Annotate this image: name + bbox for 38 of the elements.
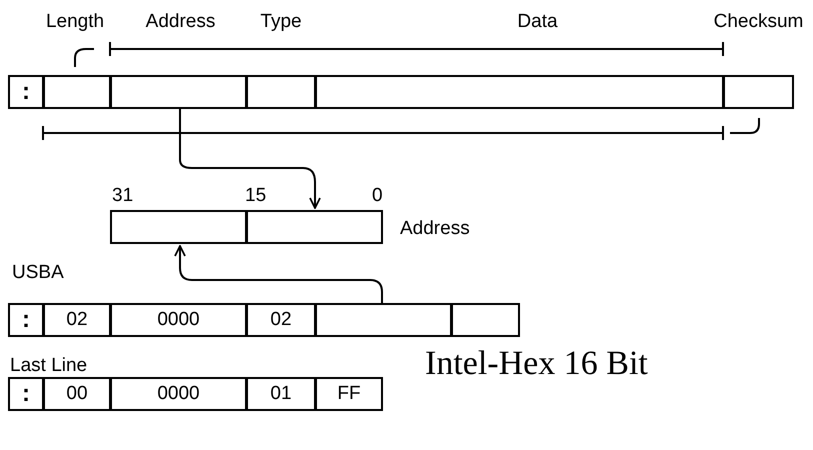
field-heading: Address	[146, 11, 216, 33]
record-field	[8, 75, 44, 109]
field-value: 00	[65, 383, 89, 405]
register-field	[246, 210, 383, 244]
field-value: :	[21, 380, 31, 408]
row-heading: Last Line	[10, 355, 88, 377]
field-heading: Type	[260, 11, 302, 33]
arrow	[174, 245, 383, 303]
field-value: :	[21, 78, 31, 106]
field-value: :	[21, 306, 31, 334]
register-field	[110, 210, 247, 244]
bit-number: 0	[372, 185, 383, 207]
record-field	[43, 303, 111, 337]
field-heading: Data	[517, 11, 558, 33]
field-value: 02	[65, 309, 89, 331]
field-value: 02	[269, 309, 293, 331]
bit-number: 31	[112, 185, 134, 207]
diagram-title: Intel-Hex 16 Bit	[425, 345, 648, 383]
field-heading: Checksum	[714, 11, 804, 33]
record-field	[451, 303, 520, 337]
record-field	[43, 377, 111, 411]
field-heading: Length	[46, 11, 104, 33]
record-field	[246, 303, 316, 337]
record-field	[8, 377, 44, 411]
record-field	[8, 303, 44, 337]
arrow	[179, 109, 321, 209]
record-field	[315, 377, 383, 411]
record-field	[110, 303, 247, 337]
field-value: FF	[336, 383, 362, 405]
record-field	[315, 303, 452, 337]
record-field	[110, 377, 247, 411]
register-name: Address	[400, 218, 470, 240]
field-value: 0000	[156, 383, 201, 405]
bit-number: 15	[245, 185, 266, 207]
row-heading: USBA	[12, 262, 64, 284]
field-value: 0000	[156, 309, 201, 331]
record-field	[246, 377, 316, 411]
field-value: 01	[269, 383, 293, 405]
